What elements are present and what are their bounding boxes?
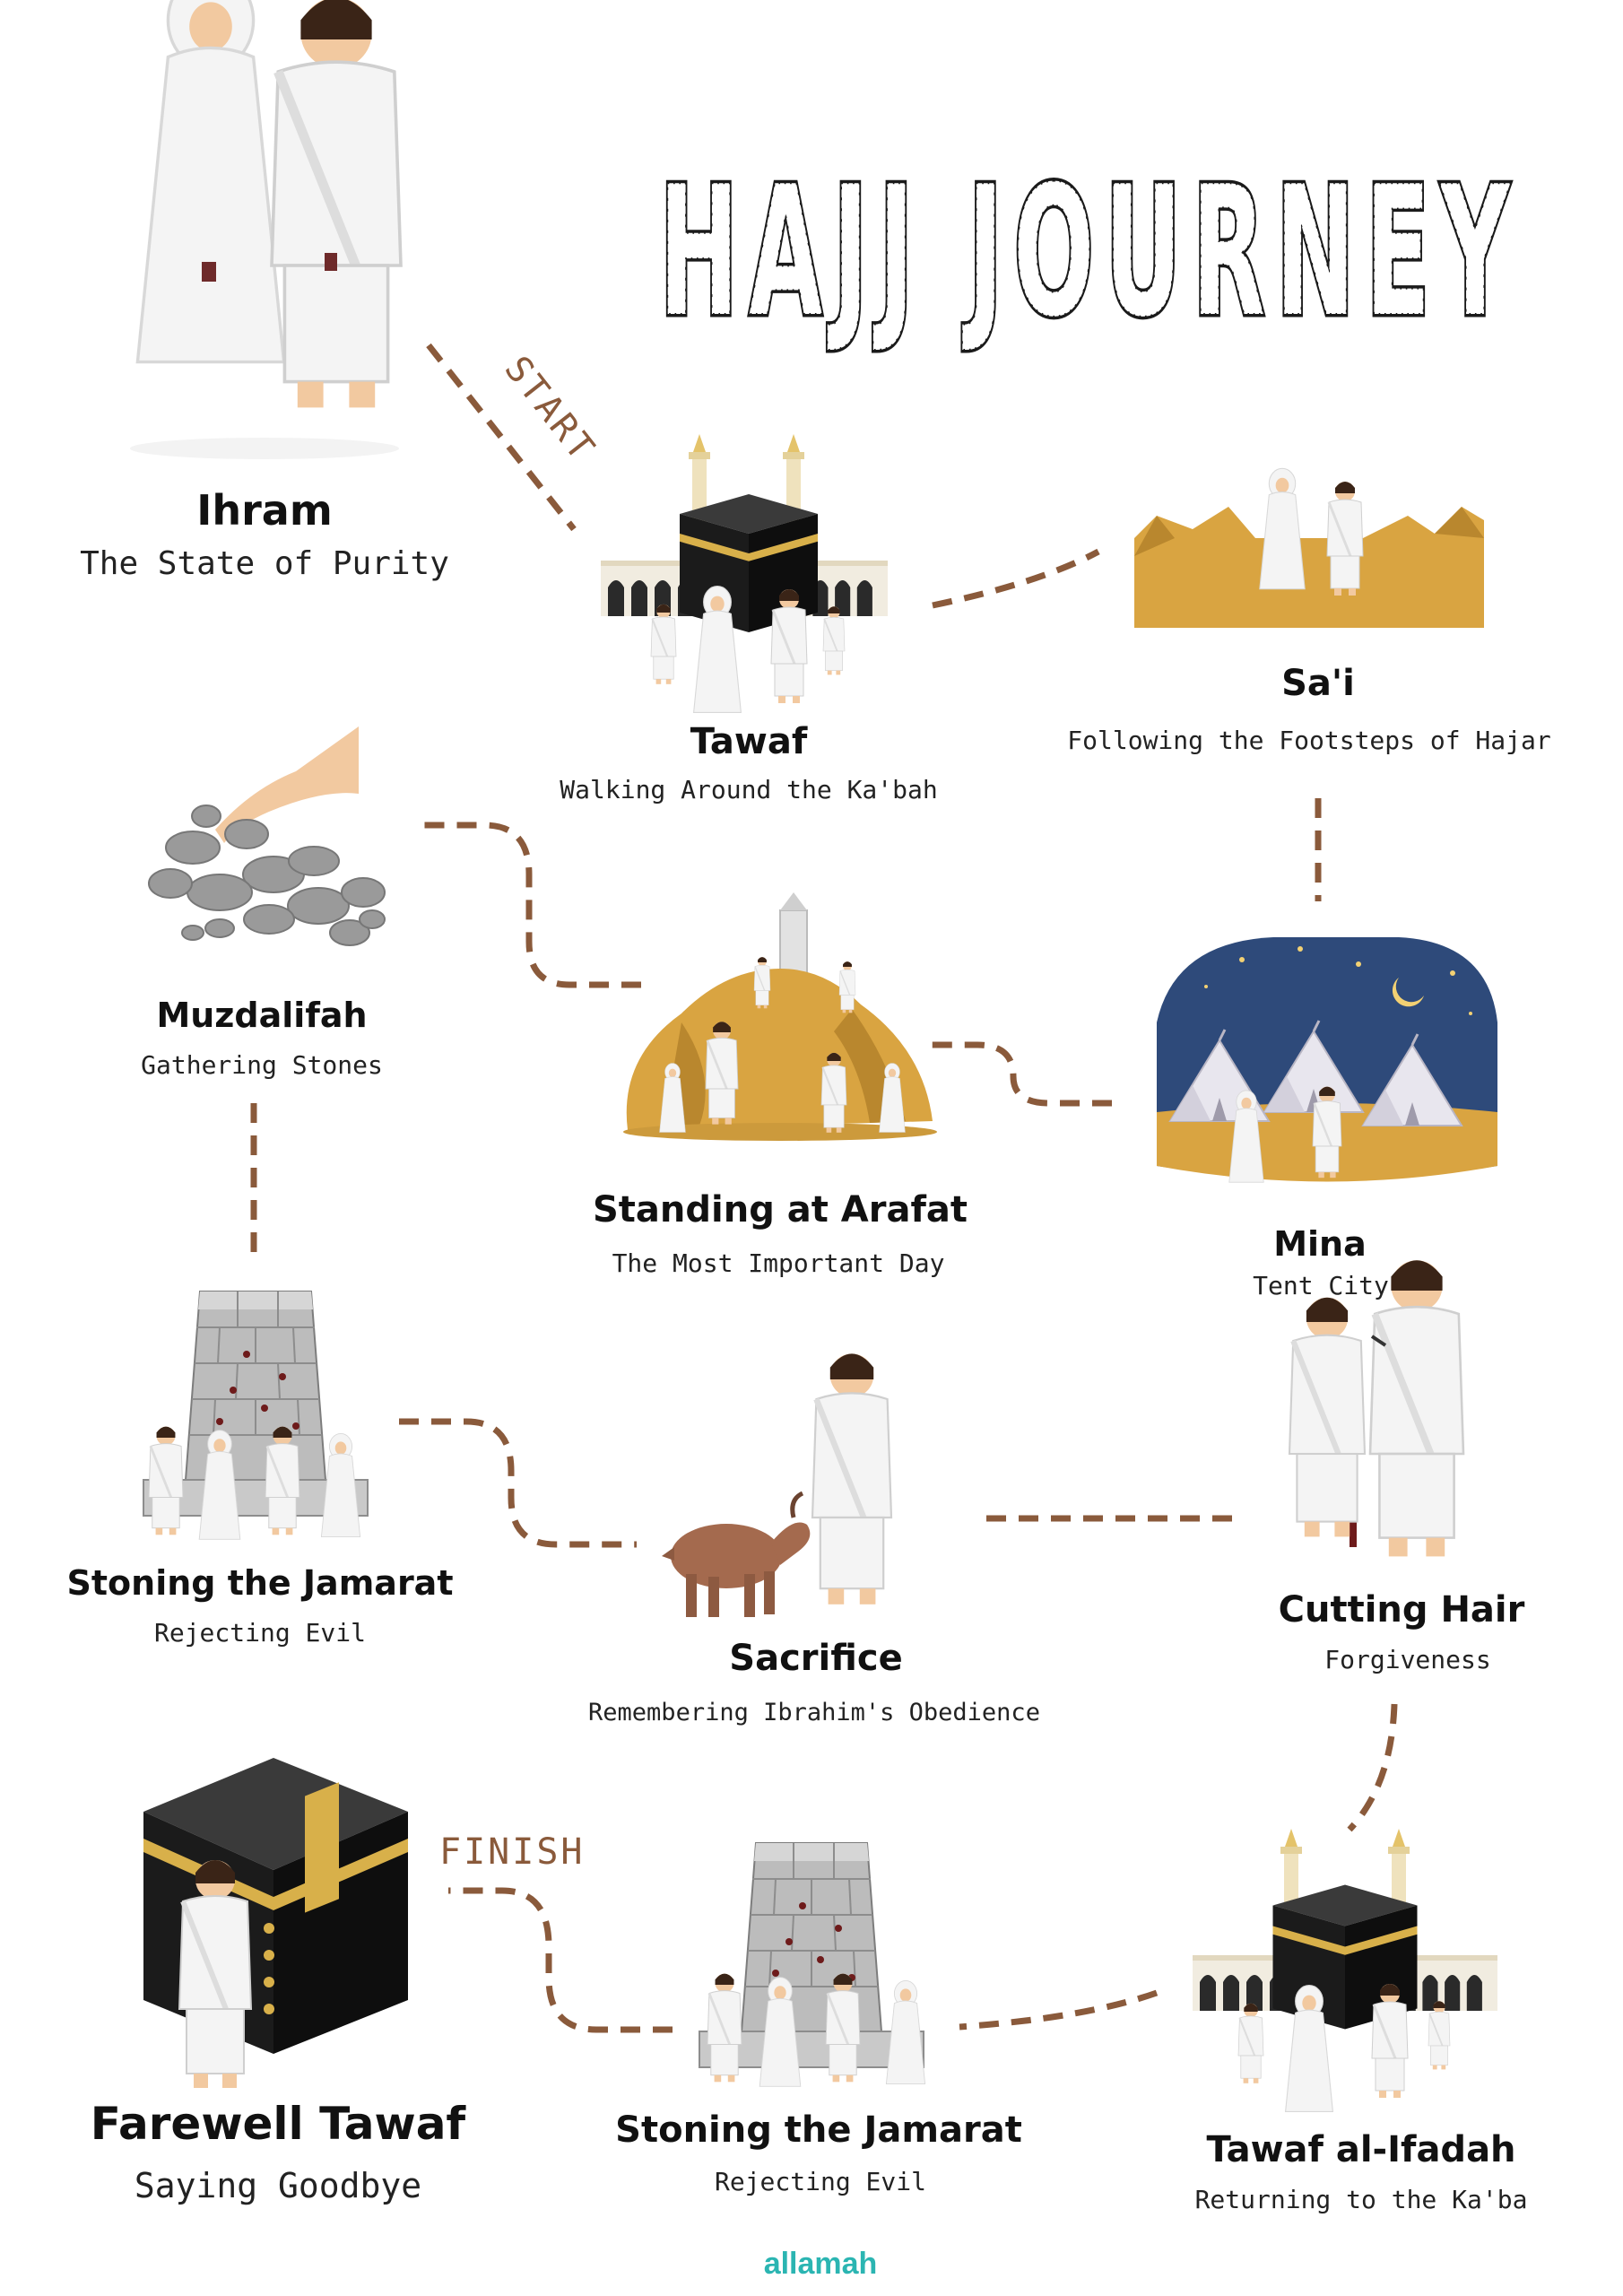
ihram-illustration [130, 0, 401, 459]
step-title: Muzdalifah [156, 996, 367, 1035]
step-jamarat-1: Stoning the Jamarat Rejecting Evil [67, 1563, 454, 1648]
step-cutting-hair: Cutting Hair Forgiveness [1279, 1589, 1525, 1674]
path-ihram-tawaf [426, 343, 577, 532]
goat-icon [662, 1491, 811, 1617]
step-subtitle: Rejecting Evil [154, 1618, 366, 1648]
step-subtitle: Walking Around the Ka'bah [560, 775, 937, 804]
step-subtitle: Following the Footsteps of Hajar [1067, 726, 1550, 755]
sacrifice-illustration [662, 1353, 891, 1617]
step-tawaf: Tawaf Walking Around the Ka'bah [560, 721, 937, 804]
step-sacrifice: Sacrifice Remembering Ibrahim's Obedienc… [588, 1638, 1040, 1726]
step-title: Mina [1273, 1224, 1367, 1264]
jamarat-illustration-1 [143, 1291, 369, 1540]
mina-illustration [1157, 937, 1497, 1183]
sai-illustration [1134, 467, 1484, 628]
step-subtitle: The Most Important Day [612, 1248, 945, 1278]
tawaf-illustration [601, 434, 888, 713]
step-farewell: Farewell Tawaf Saying Goodbye [91, 2098, 467, 2205]
step-title: Tawaf [690, 721, 808, 762]
farewell-illustration [143, 1758, 408, 2088]
cutting-hair-illustration [1289, 1260, 1463, 1556]
id-card-icon [202, 262, 216, 282]
step-title: Ihram [196, 486, 333, 535]
step-title: Stoning the Jamarat [67, 1563, 454, 1603]
id-card-icon [325, 253, 337, 271]
step-muzdalifah: Muzdalifah Gathering Stones [141, 996, 383, 1080]
moon-icon [1392, 978, 1424, 1007]
step-tawaf-ifadah: Tawaf al-Ifadah Returning to the Ka'ba [1195, 2129, 1528, 2214]
step-ihram: Ihram The State of Purity [80, 486, 449, 582]
step-title: Sa'i [1281, 663, 1355, 704]
journey-path [250, 343, 1398, 2033]
step-title: Stoning the Jamarat [615, 2109, 1022, 2151]
step-title: Farewell Tawaf [91, 2098, 467, 2150]
stars-icon [1204, 946, 1472, 1015]
scissors-icon [1370, 1335, 1387, 1347]
finish-marker: FINISH [439, 1831, 586, 1873]
step-sai: Sa'i Following the Footsteps of Hajar [1067, 663, 1550, 755]
step-subtitle: Rejecting Evil [715, 2167, 926, 2196]
path-cutting-ifadah [1347, 1703, 1398, 1832]
brand-logo: allamah [764, 2247, 878, 2281]
step-title: Sacrifice [729, 1638, 902, 1679]
kaaba-door-icon [305, 1782, 339, 1913]
step-title: Tawaf al-Ifadah [1206, 2129, 1515, 2170]
path-jamarat-sacrifice [399, 1418, 637, 1548]
path-jamarat-farewell [448, 1887, 673, 2033]
step-subtitle: Remembering Ibrahim's Obedience [588, 1699, 1040, 1726]
step-title: Cutting Hair [1279, 1589, 1525, 1631]
step-jamarat-2: Stoning the Jamarat Rejecting Evil [615, 2109, 1022, 2196]
path-mina-arafat [924, 1041, 1112, 1107]
step-subtitle: Forgiveness [1324, 1645, 1490, 1674]
path-tawaf-sai [932, 548, 1100, 609]
page-title: HAJJ JOURNEY HAJJ JOURNEY [656, 144, 1520, 359]
muzdalifah-illustration [148, 726, 386, 946]
title-hatch: HAJJ JOURNEY [659, 147, 1520, 357]
step-arafat: Standing at Arafat The Most Important Da… [593, 1189, 968, 1278]
step-subtitle: Saying Goodbye [135, 2166, 421, 2205]
step-subtitle: Returning to the Ka'ba [1195, 2185, 1528, 2214]
step-title: Standing at Arafat [593, 1189, 968, 1231]
step-mina: Mina Tent City [1253, 1224, 1389, 1300]
step-subtitle: Tent City [1253, 1271, 1389, 1300]
step-subtitle: The State of Purity [80, 545, 449, 582]
step-subtitle: Gathering Stones [141, 1050, 383, 1080]
stones-icon [148, 804, 386, 946]
hand-icon [215, 726, 359, 843]
path-arafat-muzdalifah [412, 822, 641, 988]
path-ifadah-jamarat [959, 1989, 1159, 2031]
ifadah-illustration [1193, 1829, 1497, 2112]
jamarat-illustration-2 [699, 1842, 926, 2087]
title-text: HAJJ JOURNEY [659, 147, 1520, 357]
arafat-illustration [623, 892, 937, 1141]
